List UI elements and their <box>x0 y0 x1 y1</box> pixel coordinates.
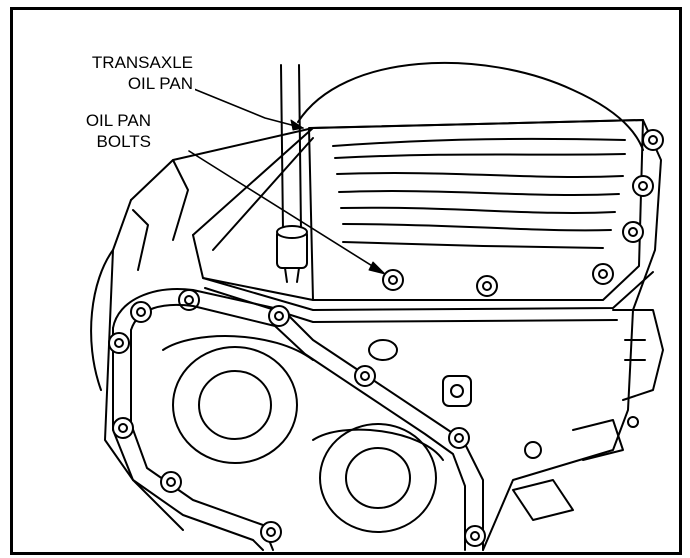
dipstick-tube <box>276 64 308 283</box>
transaxle-label-line2: OIL PAN <box>127 74 193 93</box>
transaxle-leader <box>188 86 304 129</box>
housing-details <box>442 309 664 521</box>
bell-housing-dome <box>297 62 644 151</box>
transaxle-body <box>130 119 662 551</box>
diagram-frame: TRANSAXLE OIL PAN OIL PAN BOLTS <box>10 7 682 555</box>
oil-pan-bolts <box>178 129 664 311</box>
body-left-edge <box>104 199 184 531</box>
bolts-leader <box>188 150 386 275</box>
transaxle-illustration <box>90 62 664 551</box>
side-cover <box>112 288 484 551</box>
transaxle-label-line1: TRANSAXLE <box>91 53 193 72</box>
bolts-leader-arrow <box>368 261 386 275</box>
left-housing-arc <box>90 249 114 391</box>
bolts-label-line1: OIL PAN <box>85 111 151 130</box>
bolts-label-line2: BOLTS <box>96 132 151 151</box>
transaxle-oil-pan-label: TRANSAXLE OIL PAN <box>89 52 195 94</box>
oil-pan <box>192 119 654 323</box>
oil-pan-bolts-label: OIL PAN BOLTS <box>83 110 153 152</box>
side-cover-bolts <box>108 301 486 547</box>
transaxle-leader-arrow <box>290 119 304 131</box>
